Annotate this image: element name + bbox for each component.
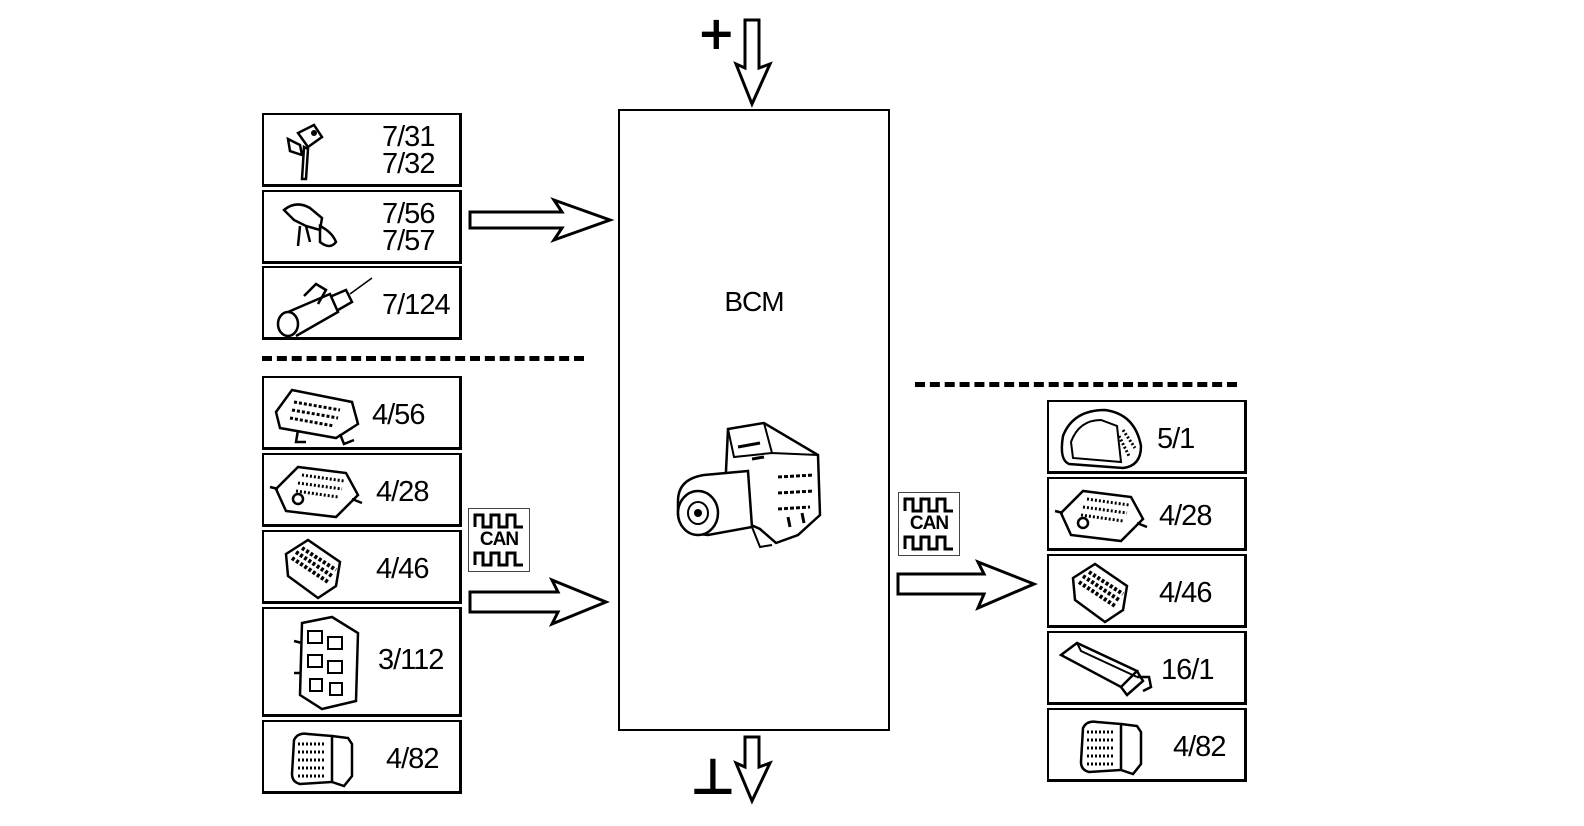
sensor-icon bbox=[286, 123, 324, 181]
module-icon bbox=[1071, 562, 1129, 624]
ground-symbol: ⊥ bbox=[690, 748, 736, 806]
can-input-label: 4/82 bbox=[386, 743, 439, 775]
can-input-box-4-56: 4/56 bbox=[262, 376, 462, 450]
output-arrow-can bbox=[896, 559, 1038, 611]
can-label: CAN bbox=[909, 513, 949, 534]
input-arrow-can bbox=[468, 577, 610, 627]
can-input-label: 4/46 bbox=[376, 553, 429, 585]
can-label: CAN bbox=[479, 529, 519, 550]
input-arrow-hardwired bbox=[468, 197, 615, 243]
output-label: 16/1 bbox=[1161, 654, 1214, 686]
output-box-4-28: 4/28 bbox=[1047, 477, 1247, 551]
diagnostic-connector-icon bbox=[1058, 641, 1153, 697]
output-box-16-1: 16/1 bbox=[1047, 631, 1247, 705]
group-divider-left bbox=[262, 356, 584, 361]
output-box-4-46: 4/46 bbox=[1047, 554, 1247, 628]
connector-module-icon bbox=[1079, 720, 1143, 776]
can-input-box-3-112: 3/112 bbox=[262, 607, 462, 717]
can-input-box-4-46: 4/46 bbox=[262, 530, 462, 604]
module-icon bbox=[284, 538, 342, 600]
can-input-box-4-82: 4/82 bbox=[262, 720, 462, 794]
output-label: 4/46 bbox=[1159, 577, 1212, 609]
output-label: 4/28 bbox=[1159, 500, 1212, 532]
control-unit-icon bbox=[274, 388, 360, 446]
instrument-cluster-icon bbox=[1060, 408, 1143, 470]
relay-module-icon bbox=[293, 615, 360, 711]
input-box-7-124: 7/124 bbox=[262, 266, 462, 340]
output-box-5-1: 5/1 bbox=[1047, 400, 1247, 474]
can-input-box-4-28: 4/28 bbox=[262, 453, 462, 527]
output-box-4-82: 4/82 bbox=[1047, 708, 1247, 782]
power-plus-symbol: + bbox=[697, 6, 736, 60]
can-signal-icon bbox=[473, 513, 523, 567]
can-input-label: 4/56 bbox=[372, 399, 425, 431]
power-supply-arrow bbox=[733, 18, 773, 108]
ground-arrow bbox=[733, 735, 773, 805]
switch-icon bbox=[282, 203, 338, 248]
can-bus-badge-left: CAN bbox=[468, 508, 530, 572]
group-divider-right bbox=[915, 382, 1237, 387]
actuator-icon bbox=[276, 277, 373, 338]
input-label: 7/124 bbox=[382, 289, 451, 321]
control-unit-icon bbox=[1054, 489, 1148, 543]
can-input-label: 3/112 bbox=[378, 644, 444, 676]
bcm-label: BCM bbox=[724, 286, 784, 317]
output-label: 4/82 bbox=[1173, 731, 1226, 763]
control-unit-icon bbox=[269, 465, 363, 519]
can-bus-badge-right: CAN bbox=[898, 492, 960, 556]
can-signal-icon bbox=[903, 497, 953, 551]
can-input-label: 4/28 bbox=[376, 476, 429, 508]
abs-unit-icon bbox=[676, 421, 822, 549]
bcm-module: BCM bbox=[618, 109, 890, 731]
output-label: 5/1 bbox=[1157, 423, 1195, 455]
connector-module-icon bbox=[290, 732, 354, 788]
